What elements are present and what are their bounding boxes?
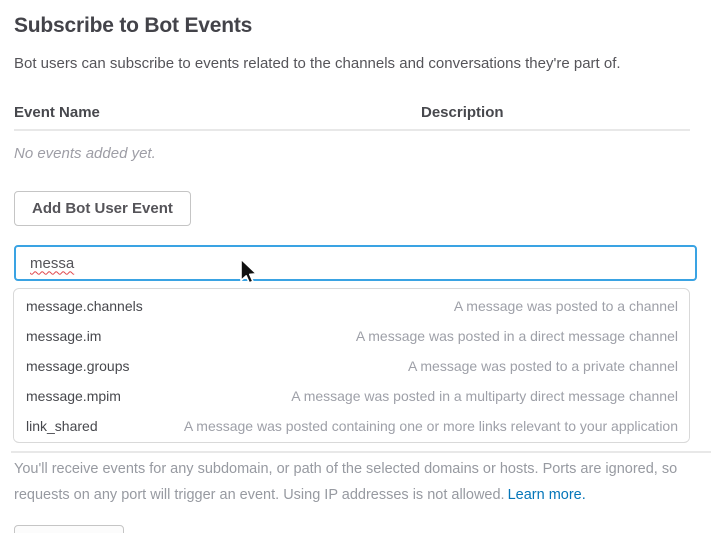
suggestion-message-mpim[interactable]: message.mpim A message was posted in a m… (14, 381, 689, 411)
column-header-description: Description (421, 104, 504, 121)
section-divider (11, 451, 711, 453)
suggestion-description: A message was posted to a channel (453, 298, 678, 314)
suggestion-message-channels[interactable]: message.channels A message was posted to… (14, 291, 689, 321)
suggestion-name: link_shared (26, 418, 98, 434)
page-title: Subscribe to Bot Events (14, 14, 253, 37)
suggestion-name: message.groups (26, 358, 130, 374)
partial-button[interactable] (14, 525, 124, 533)
learn-more-link[interactable]: Learn more. (507, 487, 586, 503)
suggestion-name: message.mpim (26, 388, 121, 404)
suggestion-link-shared[interactable]: link_shared A message was posted contain… (14, 411, 689, 441)
suggestion-description: A message was posted containing one or m… (183, 418, 678, 434)
event-search-input[interactable]: messa (14, 245, 697, 281)
event-suggestions-dropdown: message.channels A message was posted to… (13, 288, 690, 443)
footer-text: You'll receive events for any subdomain,… (14, 461, 678, 503)
suggestion-message-groups[interactable]: message.groups A message was posted to a… (14, 351, 689, 381)
suggestion-description: A message was posted in a multiparty dir… (291, 388, 678, 404)
footer-note: You'll receive events for any subdomain,… (14, 456, 690, 508)
suggestion-description: A message was posted in a direct message… (355, 328, 678, 344)
suggestion-description: A message was posted to a private channe… (407, 358, 678, 374)
column-header-event-name: Event Name (14, 104, 100, 121)
suggestion-name: message.im (26, 328, 102, 344)
typed-query-text: messa (30, 254, 75, 272)
page-subtitle: Bot users can subscribe to events relate… (14, 55, 621, 72)
add-bot-user-event-button[interactable]: Add Bot User Event (14, 191, 191, 226)
empty-state-text: No events added yet. (14, 145, 156, 162)
table-header-divider (14, 129, 690, 131)
suggestion-name: message.channels (26, 298, 143, 314)
suggestion-message-im[interactable]: message.im A message was posted in a dir… (14, 321, 689, 351)
